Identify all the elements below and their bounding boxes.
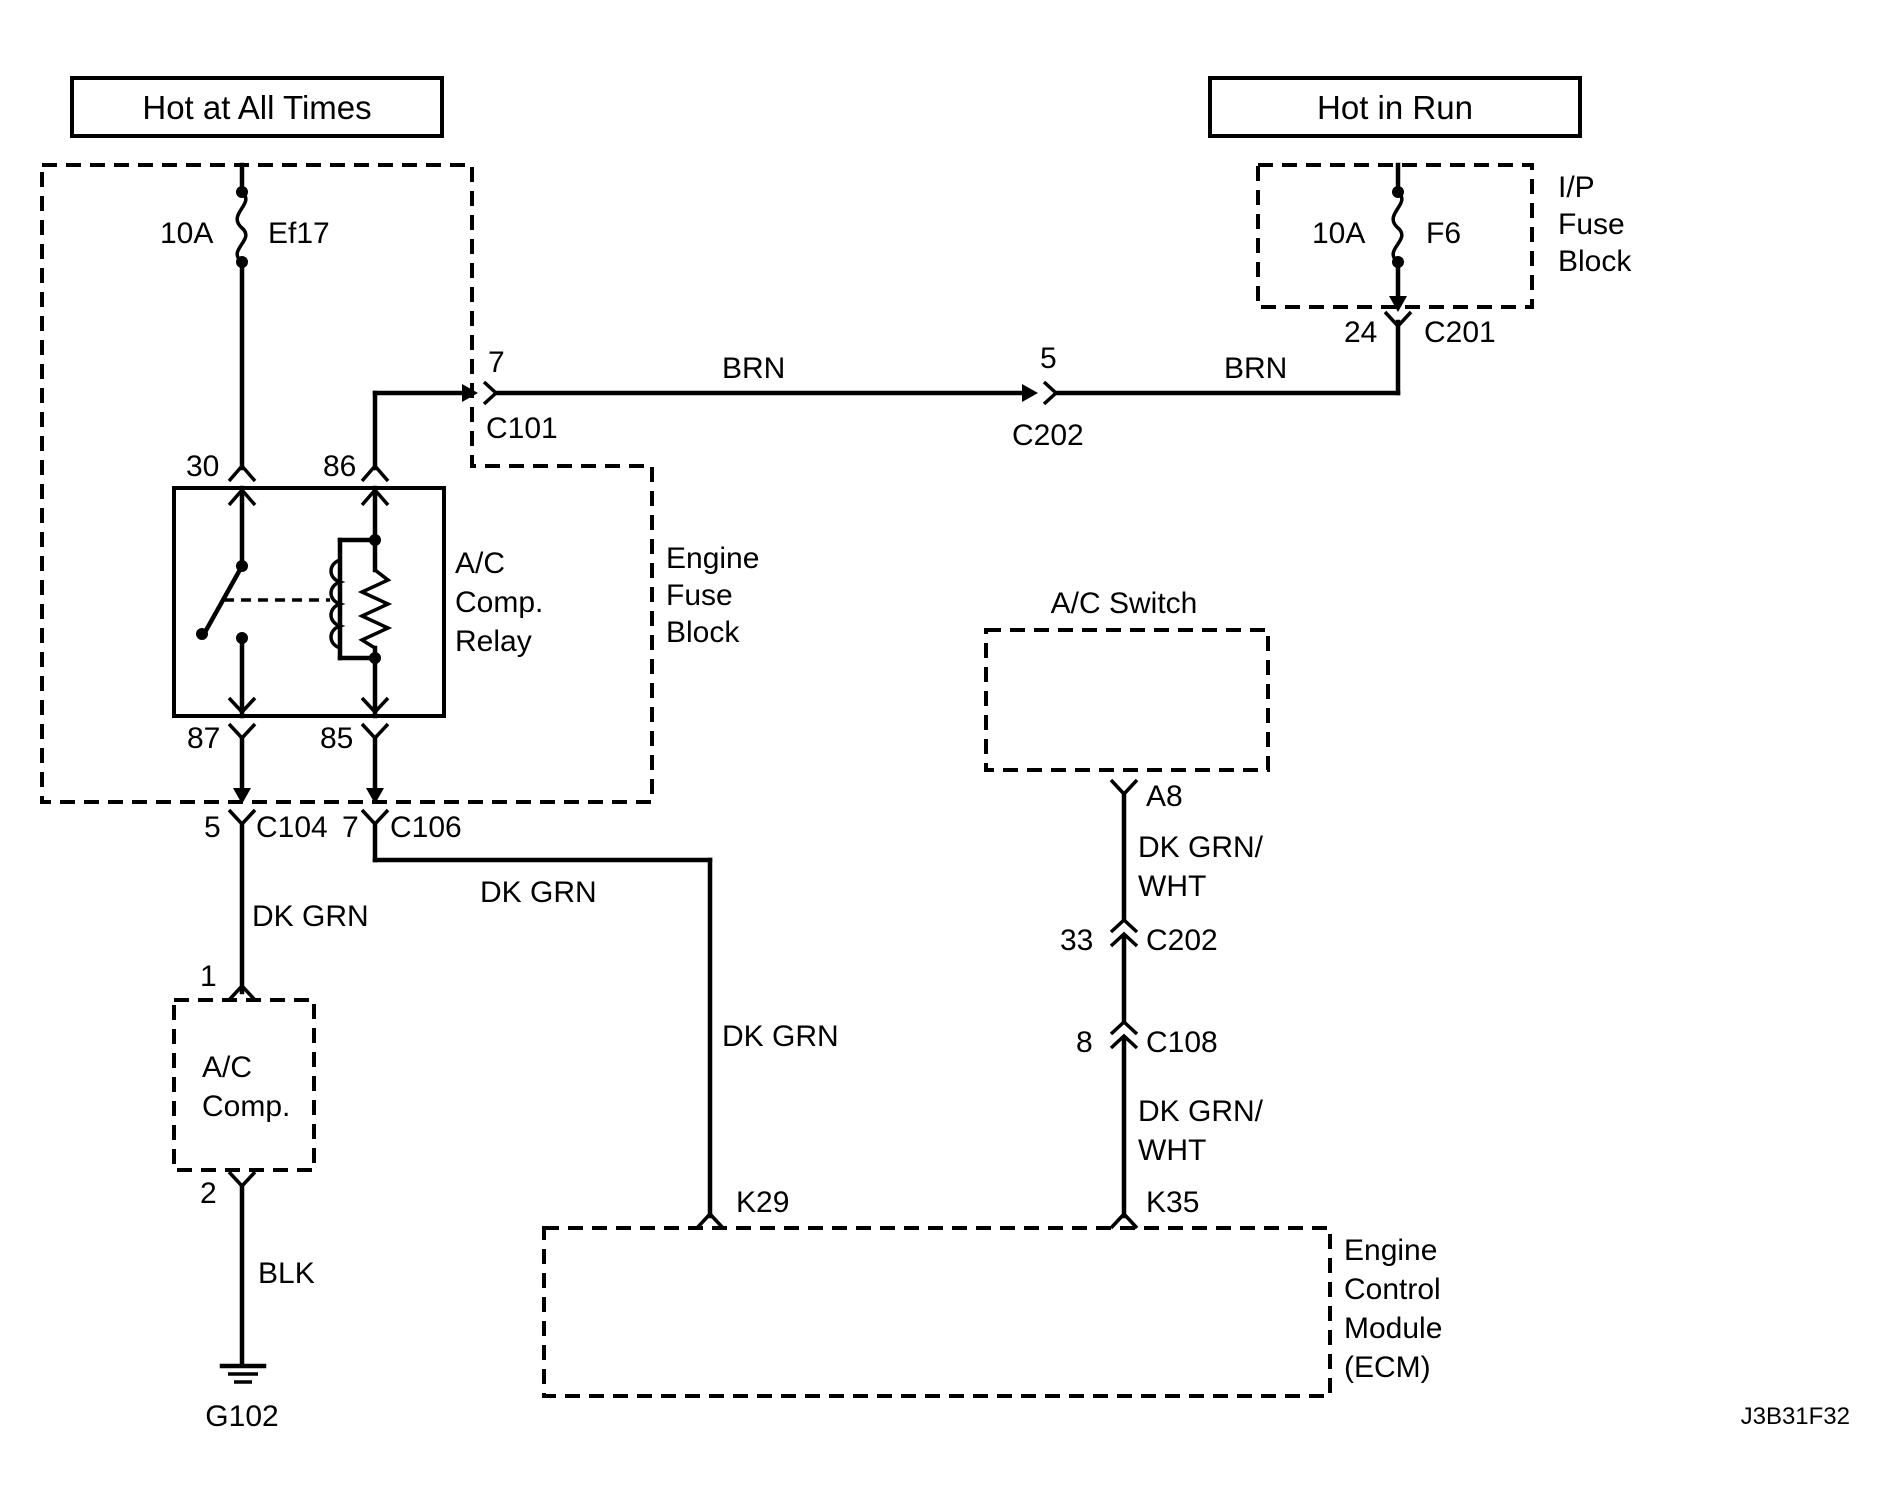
- ac-switch-outline: [984, 628, 1270, 772]
- ac-comp-label: A/C Comp.: [202, 1051, 290, 1123]
- pin-86-label: 86: [323, 450, 356, 483]
- a8-label: A8: [1146, 780, 1183, 813]
- c201-label: C201: [1424, 316, 1496, 349]
- wire-dk-grn-comp: DK GRN: [252, 900, 369, 933]
- c202-mid-pin: 33: [1060, 924, 1093, 957]
- k35-label: K35: [1146, 1186, 1199, 1219]
- fuse-f6: [1389, 162, 1407, 312]
- c202-mid-connector-icon-a: [1109, 917, 1139, 934]
- k29-connector-icon: [695, 1211, 725, 1230]
- c202-mid-connector-icon-b: [1109, 931, 1139, 948]
- arrow-c106-icon: [366, 788, 384, 804]
- c101-pin: 7: [488, 346, 505, 379]
- c104-pin: 5: [204, 811, 221, 844]
- wire-brn-right: BRN: [1224, 352, 1287, 385]
- f6-rating: 10A: [1312, 217, 1365, 250]
- c202-top-label: C202: [1012, 419, 1084, 452]
- c202-mid-label: C202: [1146, 924, 1218, 957]
- ground-icon: [219, 1363, 267, 1384]
- f6-name: F6: [1426, 217, 1461, 250]
- wire-brn-left: BRN: [722, 352, 785, 385]
- arrow-to-c101-icon: [462, 384, 478, 402]
- c106-label: C106: [390, 811, 462, 844]
- comp-pin1-connector-icon: [227, 983, 257, 1002]
- c104-label: C104: [256, 811, 328, 844]
- c108-pin: 8: [1076, 1026, 1093, 1059]
- pin-86-connector-icon: [360, 463, 390, 483]
- comp-pin1-label: 1: [200, 960, 217, 993]
- c201-connector-icon: [1383, 310, 1413, 329]
- relay-arrow-30-icon: [227, 487, 257, 507]
- comp-pin2-label: 2: [200, 1177, 217, 1210]
- relay-arrow-85-icon: [360, 696, 390, 715]
- ecm-outline: [542, 1226, 1332, 1398]
- c108-connector-icon-b: [1109, 1033, 1139, 1050]
- wire-dk-grn-v: DK GRN: [722, 1020, 839, 1053]
- ip-fuse-block-outline: [1256, 163, 1534, 309]
- figure-id: J3B31F32: [1741, 1403, 1850, 1430]
- hot-at-all-times-box: Hot at All Times: [70, 76, 444, 138]
- arrow-c104-icon: [233, 788, 251, 804]
- ac-comp-relay: [172, 485, 446, 719]
- wire-blk: BLK: [258, 1257, 315, 1290]
- ip-fuse-block-label: I/P Fuse Block: [1558, 171, 1633, 278]
- c101-label: C101: [486, 412, 558, 445]
- c202-top-pin: 5: [1040, 342, 1057, 375]
- arrow-to-c202-icon: [1022, 384, 1038, 402]
- pin-30-connector-icon: [227, 463, 257, 483]
- ef17-rating: 10A: [160, 217, 213, 250]
- c108-connector-icon-a: [1109, 1019, 1139, 1036]
- c201-pin: 24: [1344, 316, 1377, 349]
- ef17-name: Ef17: [268, 217, 330, 250]
- relay-arrow-87-icon: [227, 696, 257, 715]
- wire-dk-grn-wht-1: DK GRN/ WHT: [1138, 831, 1271, 903]
- pin-85-label: 85: [320, 722, 353, 755]
- pin-87-label: 87: [187, 722, 220, 755]
- relay-arrow-86-icon: [360, 487, 390, 507]
- ecm-label: Engine Control Module (ECM): [1344, 1234, 1451, 1384]
- pin-30-label: 30: [186, 450, 219, 483]
- ground-label: G102: [205, 1400, 278, 1433]
- k35-connector-icon: [1109, 1211, 1139, 1230]
- hot-in-run-box: Hot in Run: [1208, 76, 1582, 138]
- engine-fuse-block-label: Engine Fuse Block: [666, 542, 768, 649]
- ac-switch-label: A/C Switch: [1051, 587, 1198, 620]
- hot-in-run-label: Hot in Run: [1317, 89, 1473, 126]
- fuse-ef17: [235, 162, 248, 471]
- hot-at-all-times-label: Hot at All Times: [142, 89, 371, 126]
- c106-pin: 7: [342, 811, 359, 844]
- ac-comp-outline: [172, 998, 316, 1172]
- k29-label: K29: [736, 1186, 789, 1219]
- c108-label: C108: [1146, 1026, 1218, 1059]
- wire-dk-grn-h: DK GRN: [480, 876, 597, 909]
- engine-fuse-block-outline: [40, 163, 654, 804]
- wire-dk-grn-wht-2: DK GRN/ WHT: [1138, 1095, 1271, 1167]
- relay-label: A/C Comp. Relay: [455, 547, 552, 658]
